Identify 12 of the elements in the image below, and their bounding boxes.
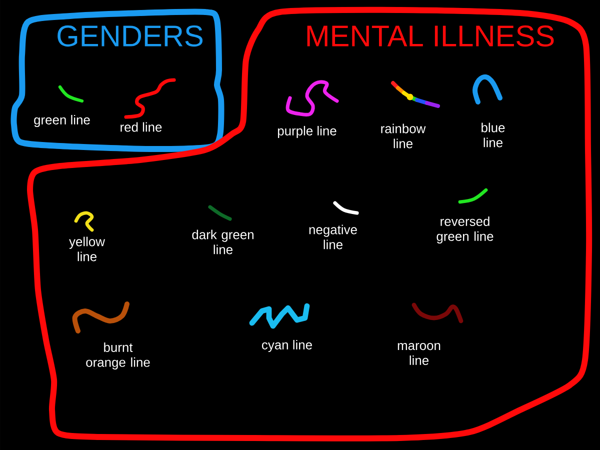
line-label: purple line: [278, 126, 336, 138]
line-label: dark green line: [192, 230, 254, 254]
line-label: green line: [34, 114, 90, 128]
line-label: blue line: [482, 122, 505, 148]
line-label: rainbow line: [381, 124, 426, 148]
line-label: cyan line: [262, 340, 312, 352]
line-label: burnt orange line: [86, 342, 150, 370]
line-label: yellow line: [69, 236, 106, 262]
line-label: red line: [120, 122, 162, 132]
line-label: negative line: [309, 224, 357, 250]
line-label: maroon line: [398, 342, 440, 365]
line-label: reversed green line: [436, 216, 494, 244]
